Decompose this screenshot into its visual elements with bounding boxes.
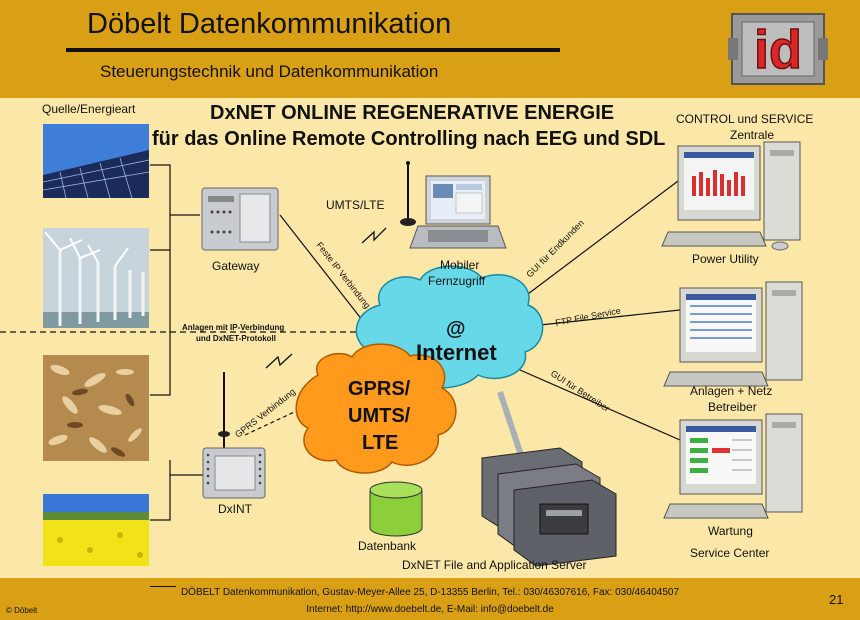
radio-link-icon: [265, 353, 293, 369]
footer-copyright: © Döbelt: [6, 606, 38, 615]
database-icon: [369, 481, 423, 537]
rapeseed-field-photo: [43, 494, 149, 566]
dxint-label: DxINT: [218, 502, 252, 516]
gui-betreiber-line: [519, 369, 681, 441]
ftp-label: FTP File Service: [554, 305, 621, 327]
server-icon: [481, 391, 617, 567]
company-title: Döbelt Datenkommunikation: [87, 8, 452, 40]
laptop-icon: [409, 175, 507, 249]
slide-title-line1: DxNET ONLINE REGENERATIVE ENERGIE: [210, 102, 615, 124]
gprs-label-2: UMTS/: [348, 405, 411, 427]
gateway-label: Gateway: [212, 259, 260, 273]
database-label: Datenbank: [358, 539, 417, 553]
company-logo: id: [728, 13, 828, 85]
anlagen-link-label-1: Anlagen mit IP-Verbindung: [182, 323, 285, 332]
footer-address: DÖBELT Datenkommunikation, Gustav-Meyer-…: [180, 587, 680, 598]
wind-turbines-photo: [43, 228, 149, 328]
gui-endkunden-line: [519, 171, 691, 301]
anlagen-netz-label-1: Anlagen + Netz: [690, 384, 773, 398]
umts-lte-label: UMTS/LTE: [326, 198, 385, 212]
left-bus-line: [150, 164, 171, 396]
feste-ip-label: Feste IP Verbindung: [314, 240, 372, 310]
dxint-device: [202, 372, 266, 499]
slide-title-line2: für das Online Remote Controlling nach E…: [152, 128, 666, 150]
footer-rule: [150, 586, 176, 587]
wartung-computer: [663, 413, 803, 519]
internet-label: Internet: [416, 340, 497, 365]
gui-endkunden-label: GUI für Endkunden: [524, 218, 586, 280]
service-center-label: Service Center: [690, 546, 770, 560]
feste-ip-line: [279, 214, 371, 331]
power-utility-label: Power Utility: [692, 252, 759, 266]
solar-panels-photo: [42, 124, 150, 199]
header-divider: [66, 48, 560, 52]
gui-betreiber-label: GUI für Betreiber: [549, 368, 612, 413]
company-subtitle: Steuerungstechnik und Datenkommunikation: [100, 62, 439, 81]
gprs-cloud: [295, 343, 457, 474]
anlagen-link-label-2: und DxNET-Protokoll: [196, 334, 276, 343]
anlagen-netz-label-2: Betreiber: [708, 400, 757, 414]
control-center-heading-1: CONTROL und SERVICE: [676, 112, 814, 126]
control-center-heading-2: Zentrale: [730, 128, 775, 142]
radio-link-icon: [361, 227, 387, 244]
gprs-label-1: GPRS/: [348, 378, 411, 400]
footer-contact: Internet: http://www.doebelt.de, E-Mail:…: [306, 604, 554, 615]
wood-chips-photo: [43, 355, 149, 461]
mobile-access-label-1: Mobiler: [440, 258, 480, 272]
gateway-device: [201, 187, 279, 251]
footer-bar: [0, 578, 860, 620]
power-utility-computer: [661, 141, 801, 251]
ftp-line: [539, 309, 681, 326]
wartung-label: Wartung: [708, 524, 753, 538]
logo-text: id: [754, 20, 802, 80]
gprs-label-3: LTE: [362, 432, 399, 454]
page-number: 21: [829, 592, 844, 607]
mobile-access-label-2: Fernzugriff: [428, 274, 486, 288]
energy-source-heading: Quelle/Energieart: [42, 102, 136, 116]
gprs-verbindung-label: GPRS Verbindung: [233, 386, 297, 439]
antenna-icon: [400, 161, 416, 226]
anlagen-netz-computer: [663, 281, 803, 387]
internet-at-symbol: @: [446, 318, 466, 340]
server-label: DxNET File and Application Server: [402, 558, 587, 572]
